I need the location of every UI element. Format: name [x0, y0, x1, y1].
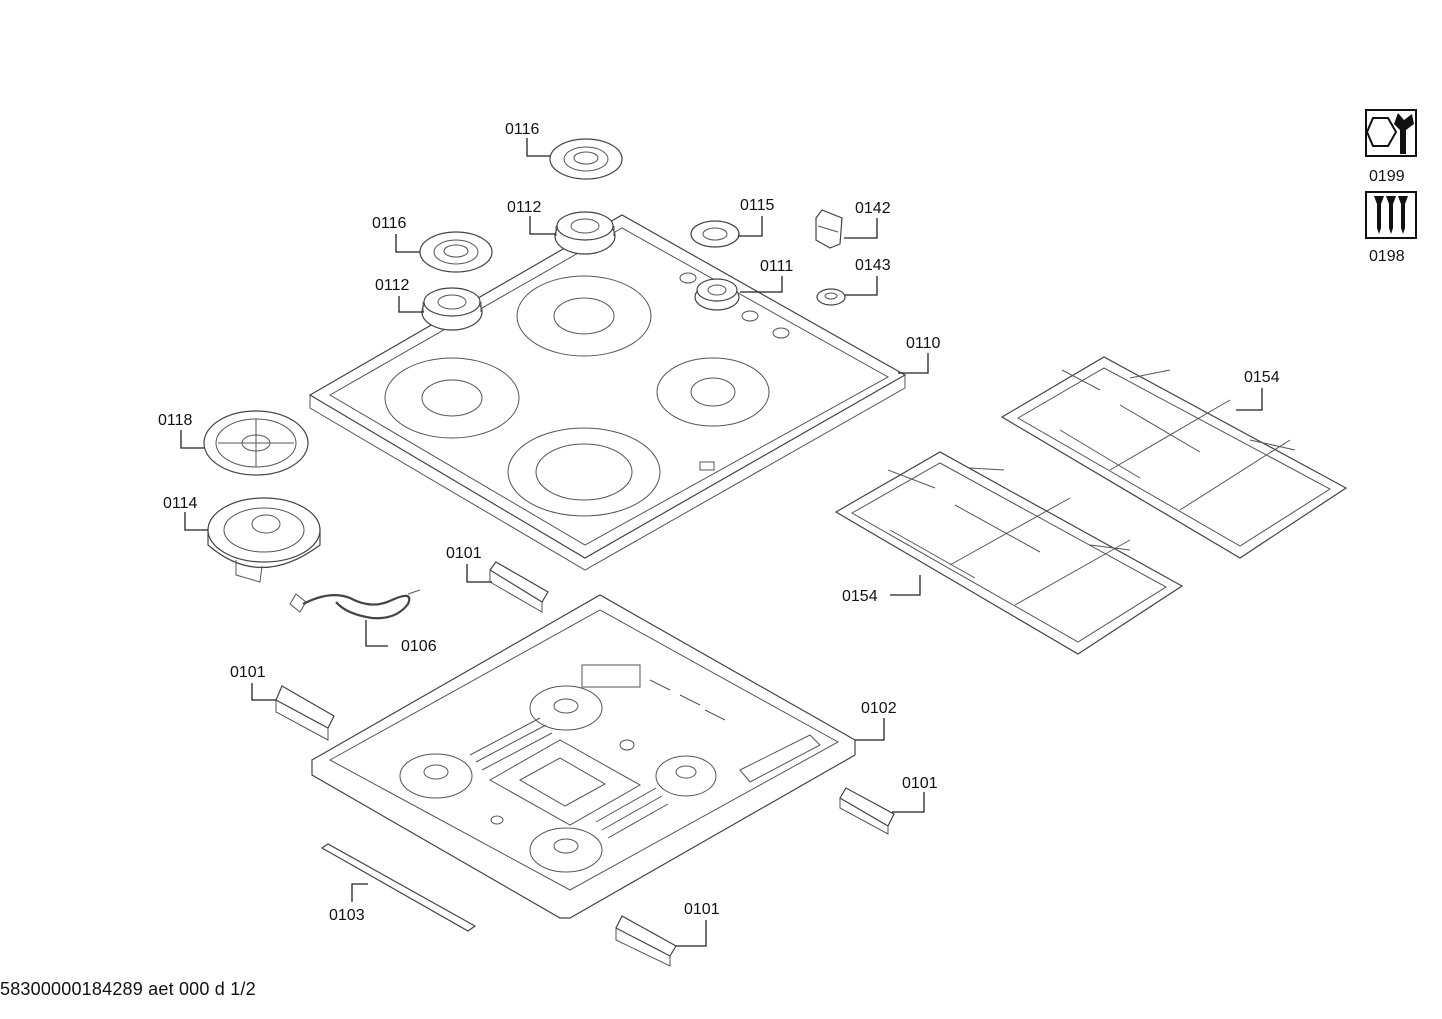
burner-cap-0116-top [549, 138, 623, 180]
cap-0115 [690, 220, 740, 248]
knob-ring-0143 [816, 288, 846, 306]
burner-0112-top [554, 211, 616, 255]
label-0102: 0102 [861, 700, 897, 717]
bracket-0101-c [839, 787, 895, 835]
label-0142: 0142 [855, 200, 891, 217]
burner-cap-0116-left [419, 231, 493, 273]
label-0101-a: 0101 [446, 545, 482, 562]
label-0112-top: 0112 [507, 199, 542, 216]
label-0101-c: 0101 [902, 775, 938, 792]
screws-icon [1365, 191, 1417, 239]
label-0101-b: 0101 [230, 664, 266, 681]
nut-wrench-icon [1365, 109, 1417, 157]
document-id: 58300000184289 aet 000 d 1/2 [0, 979, 256, 999]
hob-top-plate [308, 214, 907, 571]
pan-support-0154-right [1000, 356, 1348, 559]
label-0101-d: 0101 [684, 901, 720, 918]
label-0103: 0103 [329, 907, 365, 924]
label-0106: 0106 [401, 638, 437, 655]
burner-0112-left [421, 287, 483, 331]
bracket-0101-a [489, 561, 549, 613]
leader-lines [180, 138, 1263, 947]
label-0116-left: 0116 [372, 215, 407, 232]
pan-support-0154-left [834, 451, 1184, 655]
label-0154-left: 0154 [842, 588, 878, 605]
burner-body-0114 [207, 497, 321, 583]
label-0143: 0143 [855, 257, 891, 274]
power-cord-0106 [289, 589, 421, 620]
label-0154-right: 0154 [1244, 369, 1280, 386]
burner-cap-0118 [203, 410, 309, 476]
label-0115: 0115 [740, 197, 775, 214]
label-0112-left: 0112 [375, 277, 410, 294]
label-0116-top: 0116 [505, 121, 540, 138]
label-0118: 0118 [158, 412, 193, 429]
part-labels: 0116 0116 0112 0112 0115 0142 0111 0143 … [158, 121, 1405, 924]
label-0199: 0199 [1369, 168, 1405, 185]
label-0198: 0198 [1369, 248, 1405, 265]
knob-0142 [815, 209, 843, 249]
label-0111: 0111 [760, 258, 793, 275]
bracket-0101-b [275, 685, 335, 741]
bracket-0101-d [615, 915, 677, 967]
burner-0111 [694, 278, 740, 311]
strip-0103 [320, 843, 477, 932]
label-0110: 0110 [906, 335, 941, 352]
base-tray-0102 [310, 594, 857, 919]
label-0114: 0114 [163, 495, 198, 512]
